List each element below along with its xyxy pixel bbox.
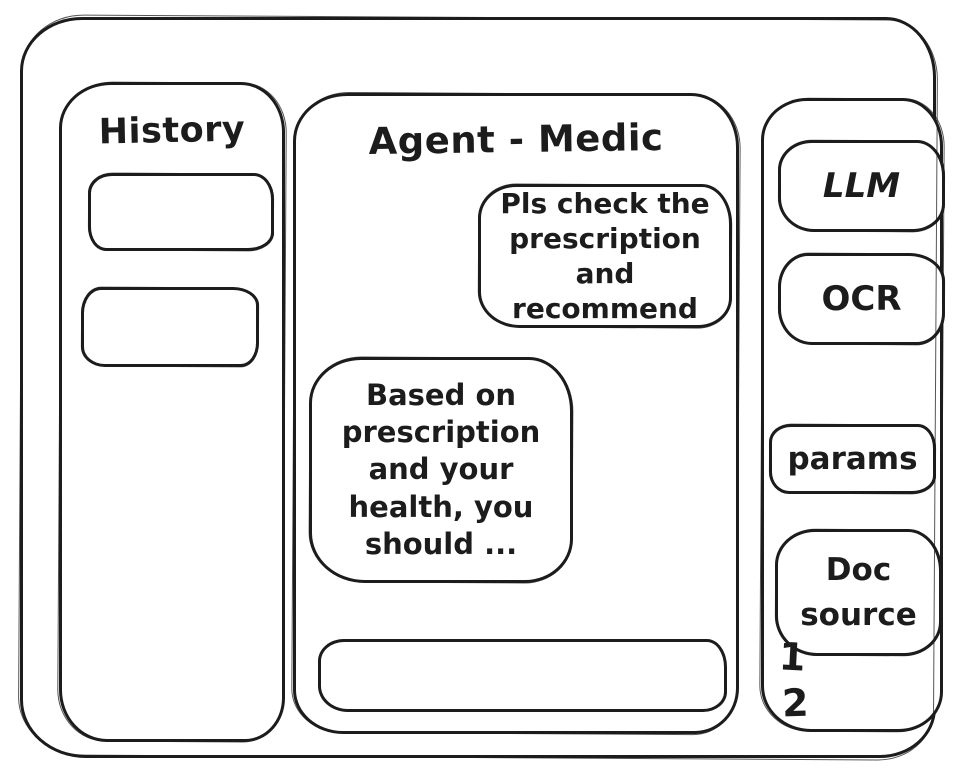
history-item[interactable] (81, 287, 259, 367)
history-item[interactable] (88, 173, 274, 251)
app-frame: History Agent - Medic Pls check the pres… (20, 17, 945, 758)
doc-source-button[interactable]: Doc source (775, 529, 942, 656)
llm-button[interactable]: LLM (778, 140, 945, 232)
annotation-1: 1 (777, 634, 808, 680)
user-message-bubble: Pls check the prescription and recommend (478, 184, 732, 328)
ocr-button[interactable]: OCR (778, 253, 945, 345)
chat-title: Agent - Medic (368, 115, 664, 164)
chat-panel: Agent - Medic Pls check the prescription… (293, 93, 739, 734)
assistant-message-bubble: Based on prescription and your health, y… (309, 357, 573, 583)
message-input[interactable] (318, 639, 727, 712)
annotation-2: 2 (781, 680, 810, 726)
params-button[interactable]: params (769, 424, 936, 494)
history-title: History (98, 109, 246, 153)
history-panel: History (59, 82, 285, 742)
tools-panel: LLM OCR params Doc source 1 2 (761, 98, 945, 732)
